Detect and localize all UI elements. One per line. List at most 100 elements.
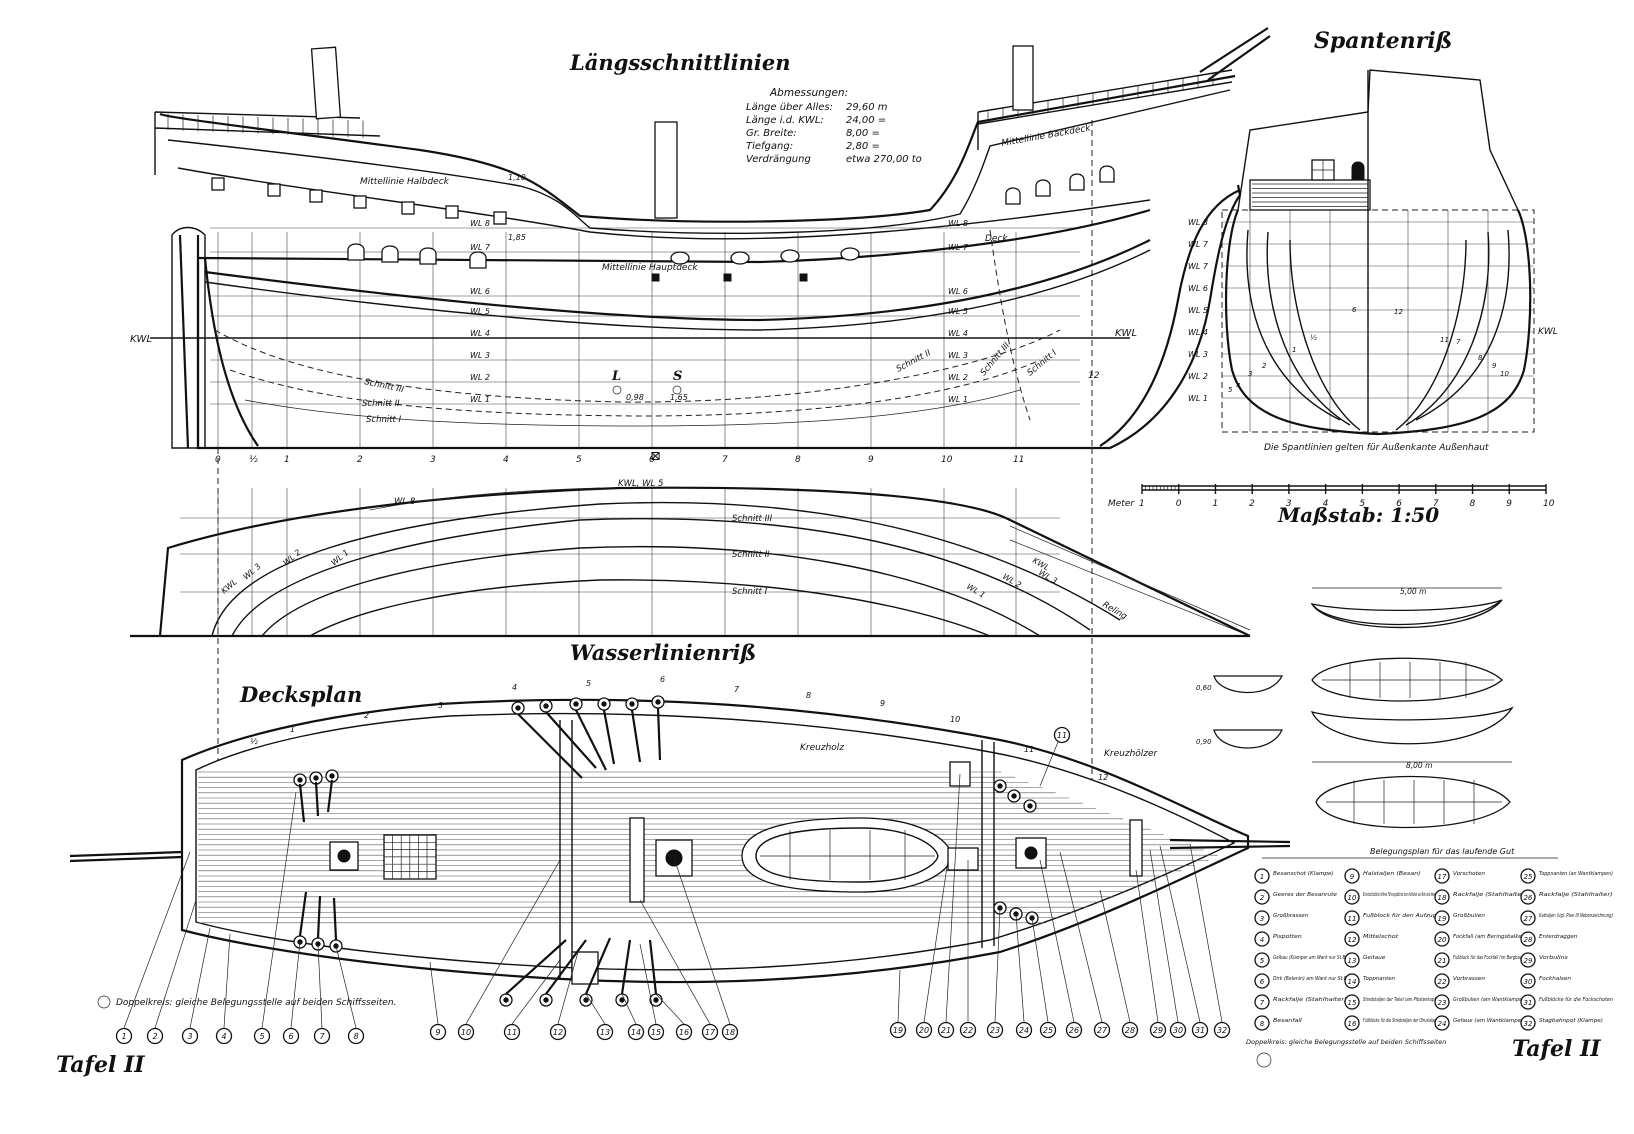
profile-station-label: 7 <box>722 455 728 465</box>
body-plan-stair-treads <box>1252 183 1368 207</box>
deck-break-backdeck <box>981 740 995 948</box>
callout-number-top: 11 <box>1057 731 1067 740</box>
legend-item-text: Vorschoten <box>1453 871 1485 877</box>
callout-number: 25 <box>1043 1026 1053 1035</box>
label-s-mark: S <box>673 369 682 384</box>
label-l-value: 0,98 <box>626 393 644 402</box>
callout-circle <box>457 1023 475 1041</box>
callout-number: 29 <box>1153 1026 1163 1035</box>
label-kreuzholz: Kreuzholz <box>800 743 844 753</box>
shroud-line <box>298 891 308 937</box>
stern-window <box>401 201 415 215</box>
dimensions-heading: Abmessungen: <box>769 87 848 99</box>
callout-circle <box>1213 1021 1231 1039</box>
legend-item-text: Gelbau (Klamper am Want nur St.B) <box>1273 955 1347 961</box>
callout-number: 32 <box>1217 1026 1227 1035</box>
callout-circle <box>937 1021 955 1039</box>
callout-number: 31 <box>1195 1026 1205 1035</box>
fore-port-arched <box>1099 165 1115 183</box>
fore-port-arched <box>1069 173 1085 191</box>
legend-item-circle <box>1520 973 1536 989</box>
callout-circle <box>915 1021 933 1039</box>
dimension-value: 24,00 = <box>846 115 886 126</box>
callout-circle <box>627 1023 645 1041</box>
profile-waterline-label-left: WL 6 <box>470 287 490 296</box>
body-plan-waterline-label: WL 5 <box>1188 306 1208 315</box>
legend-item-text: Großbulien <box>1453 913 1485 919</box>
profile-station-label: 9 <box>868 455 874 465</box>
wl-label-top: KWL, WL 5 <box>618 479 663 489</box>
deadeye-hole <box>601 701 607 707</box>
legend-item-number: 22 <box>1438 978 1447 986</box>
legend-item-circle <box>1520 1015 1536 1031</box>
deck-station-label: 5 <box>586 679 591 688</box>
gun-port-arched <box>419 247 437 265</box>
l-marker <box>612 385 622 395</box>
deadeye-hole <box>655 699 661 705</box>
callout-circle <box>429 1023 447 1041</box>
profile-waterline-label-left: WL 3 <box>470 351 490 360</box>
profile-waterline-label-right: WL 8 <box>948 219 968 228</box>
callout-circle <box>889 1021 907 1039</box>
shroud-line <box>602 709 616 765</box>
plate-label-left: Tafel II <box>56 1052 145 1078</box>
legend-item-text: Fußblock für das Fockfall (im Bergbaum) <box>1453 955 1527 961</box>
deck-boat <box>741 817 953 893</box>
dimension-value: 8,00 = <box>846 128 880 139</box>
body-plan-waterline-labels: WL 8WL 7WL 7WL 6WL 5WL 4WL 3WL 2WL 1 <box>1188 218 1209 403</box>
label-schnitt-2: Schnitt II <box>362 399 400 409</box>
legend-item-circle <box>1434 1015 1450 1031</box>
callout-number: 22 <box>963 1026 973 1035</box>
callout-circle <box>1093 1021 1111 1039</box>
shroud-line <box>575 709 607 771</box>
waterline-wl8 <box>369 487 601 511</box>
legend-item-circle <box>1520 868 1536 884</box>
callout-number: 12 <box>553 1028 563 1037</box>
callout-number: 23 <box>990 1026 1000 1035</box>
legend-item-number: 17 <box>1438 873 1447 881</box>
legend-item-number: 13 <box>1348 957 1357 965</box>
callout-circle <box>181 1027 199 1045</box>
deadeye-hole <box>573 701 579 707</box>
callout-leader <box>429 961 439 1025</box>
legend-item-text: Enterdraggen <box>1539 934 1578 940</box>
forecastle-rail-stanchions <box>987 72 1214 122</box>
callout-number: 1 <box>121 1032 126 1041</box>
cleat <box>651 273 660 282</box>
small-boat-dim-1: 0,60 <box>1196 684 1212 692</box>
callout-leader <box>123 851 191 1029</box>
boat-1-plan <box>1311 657 1503 702</box>
profile-station-label: 6 <box>649 455 655 465</box>
callout-number: 13 <box>600 1028 610 1037</box>
dimension-label: Länge i.d. KWL: <box>746 115 824 126</box>
legend-item-number: 6 <box>1260 978 1265 986</box>
wl-curve-label-left: KWL <box>220 577 239 595</box>
callout-leader <box>335 945 357 1029</box>
wl-label-wl8: WL 8 <box>394 497 416 507</box>
legend-item-number: 5 <box>1260 957 1265 965</box>
body-plan-frame-number: 1 <box>1292 346 1296 354</box>
deck-station-label: 8 <box>806 691 811 700</box>
body-plan-waterline-label: WL 4 <box>1188 328 1208 337</box>
body-plan-waterline-label: WL 6 <box>1188 284 1208 293</box>
callout-circle <box>647 1023 665 1041</box>
body-plan-frame-number: 11 <box>1440 336 1449 344</box>
deadeye-hole <box>313 775 319 781</box>
legend-item-text: Geitaue <box>1363 955 1386 961</box>
s-marker <box>672 385 682 395</box>
body-plan-frame-c <box>1289 239 1361 431</box>
stern-window <box>267 183 281 197</box>
callout-number: 9 <box>435 1028 440 1037</box>
body-plan-frame-number: 8 <box>1478 354 1483 362</box>
legend-footnote-symbol <box>1256 1052 1272 1068</box>
deck-outline <box>180 698 1250 984</box>
body-plan-frame-number: 12 <box>1394 308 1403 316</box>
shroud-line <box>656 707 662 761</box>
callout-circle <box>701 1023 719 1041</box>
callout-circle <box>721 1023 739 1041</box>
callout-number: 19 <box>893 1026 903 1035</box>
callout-leader <box>897 969 901 1023</box>
label-frame-12: 12 <box>1088 371 1100 381</box>
